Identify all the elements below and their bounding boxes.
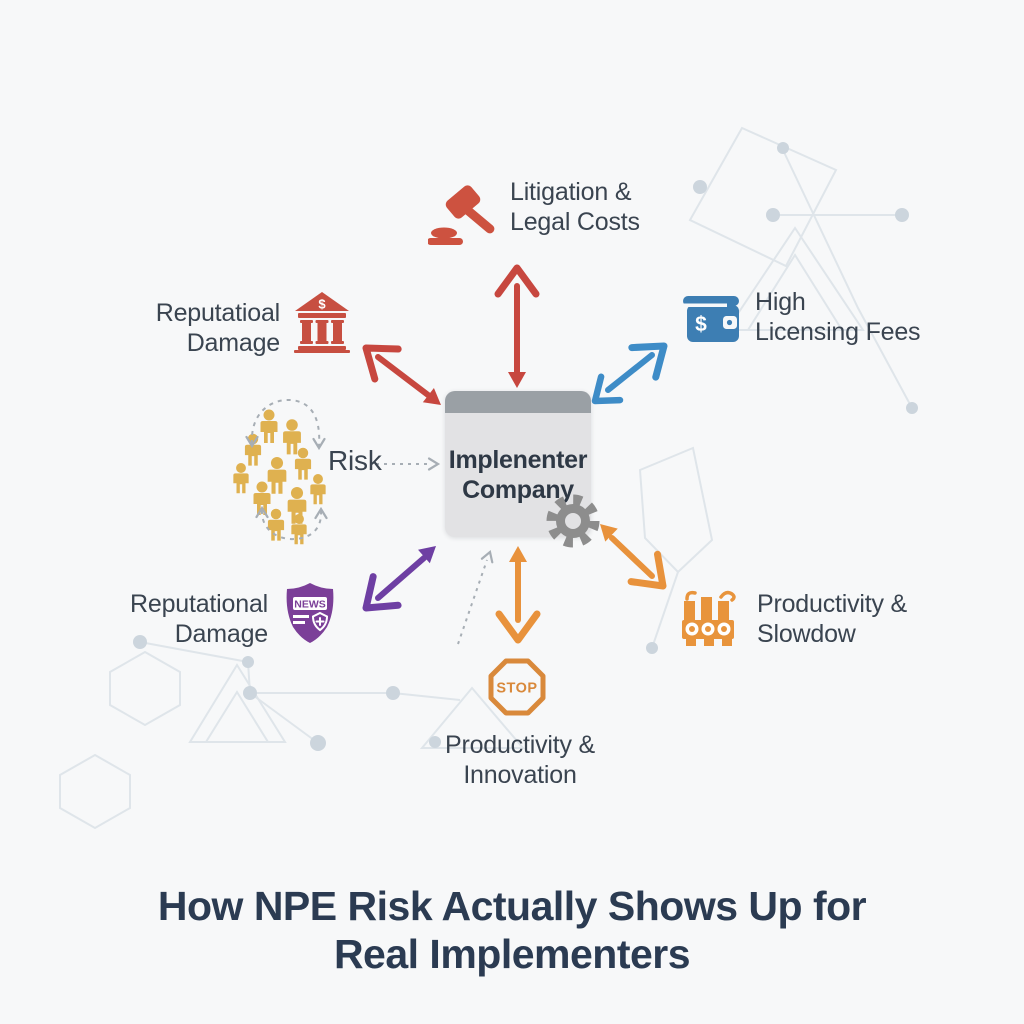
diagram-title: How NPE Risk Actually Shows Up for Real … [157, 883, 867, 978]
arrow-reputational-bottom [354, 539, 442, 622]
wallet-dollar-sign: $ [695, 313, 707, 336]
productivity-bottom-label: Productivity & Innovation [444, 731, 596, 789]
bank-dollar-sign: $ [318, 297, 326, 312]
risk-label: Risk [328, 445, 382, 476]
news-shield-icon: NEWS [286, 583, 334, 643]
reputational-top-label: Reputatioal Damage [155, 299, 280, 357]
network-nodes-bottom-left [133, 635, 441, 751]
stop-sign-icon: STOP [488, 658, 546, 716]
gavel-icon [428, 185, 495, 245]
stop-text: STOP [496, 681, 537, 697]
productivity-right-label: Productivity & Slowdow [757, 590, 908, 648]
people-cycle-dashes [245, 398, 328, 541]
bank-icon: $ [294, 292, 350, 353]
box-header-bar [445, 391, 591, 413]
gear-icon [546, 494, 600, 548]
arrow-litigation [498, 268, 536, 388]
litigation-label: Litigation & Legal Costs [510, 178, 640, 236]
network-decoration-bottom-left [59, 641, 526, 830]
wallet-icon: $ [683, 296, 739, 342]
arrow-productivity-bottom [499, 546, 537, 640]
arrow-reputational-top [354, 333, 447, 413]
reputational-bottom-label: Reputational Damage [130, 590, 268, 648]
factory-icon [682, 590, 736, 646]
arrow-risk-dashed [376, 457, 440, 471]
arrow-productivity-right [593, 517, 676, 600]
arrow-bottom-dashed [457, 549, 497, 645]
network-nodes-top-right [646, 142, 918, 654]
news-badge-text: NEWS [294, 599, 326, 611]
licensing-label: High Licensing Fees [755, 288, 921, 346]
arrow-licensing [586, 331, 676, 412]
implementer-company-label: Implenenter Company [448, 446, 588, 504]
network-decoration-top-right [638, 126, 913, 649]
